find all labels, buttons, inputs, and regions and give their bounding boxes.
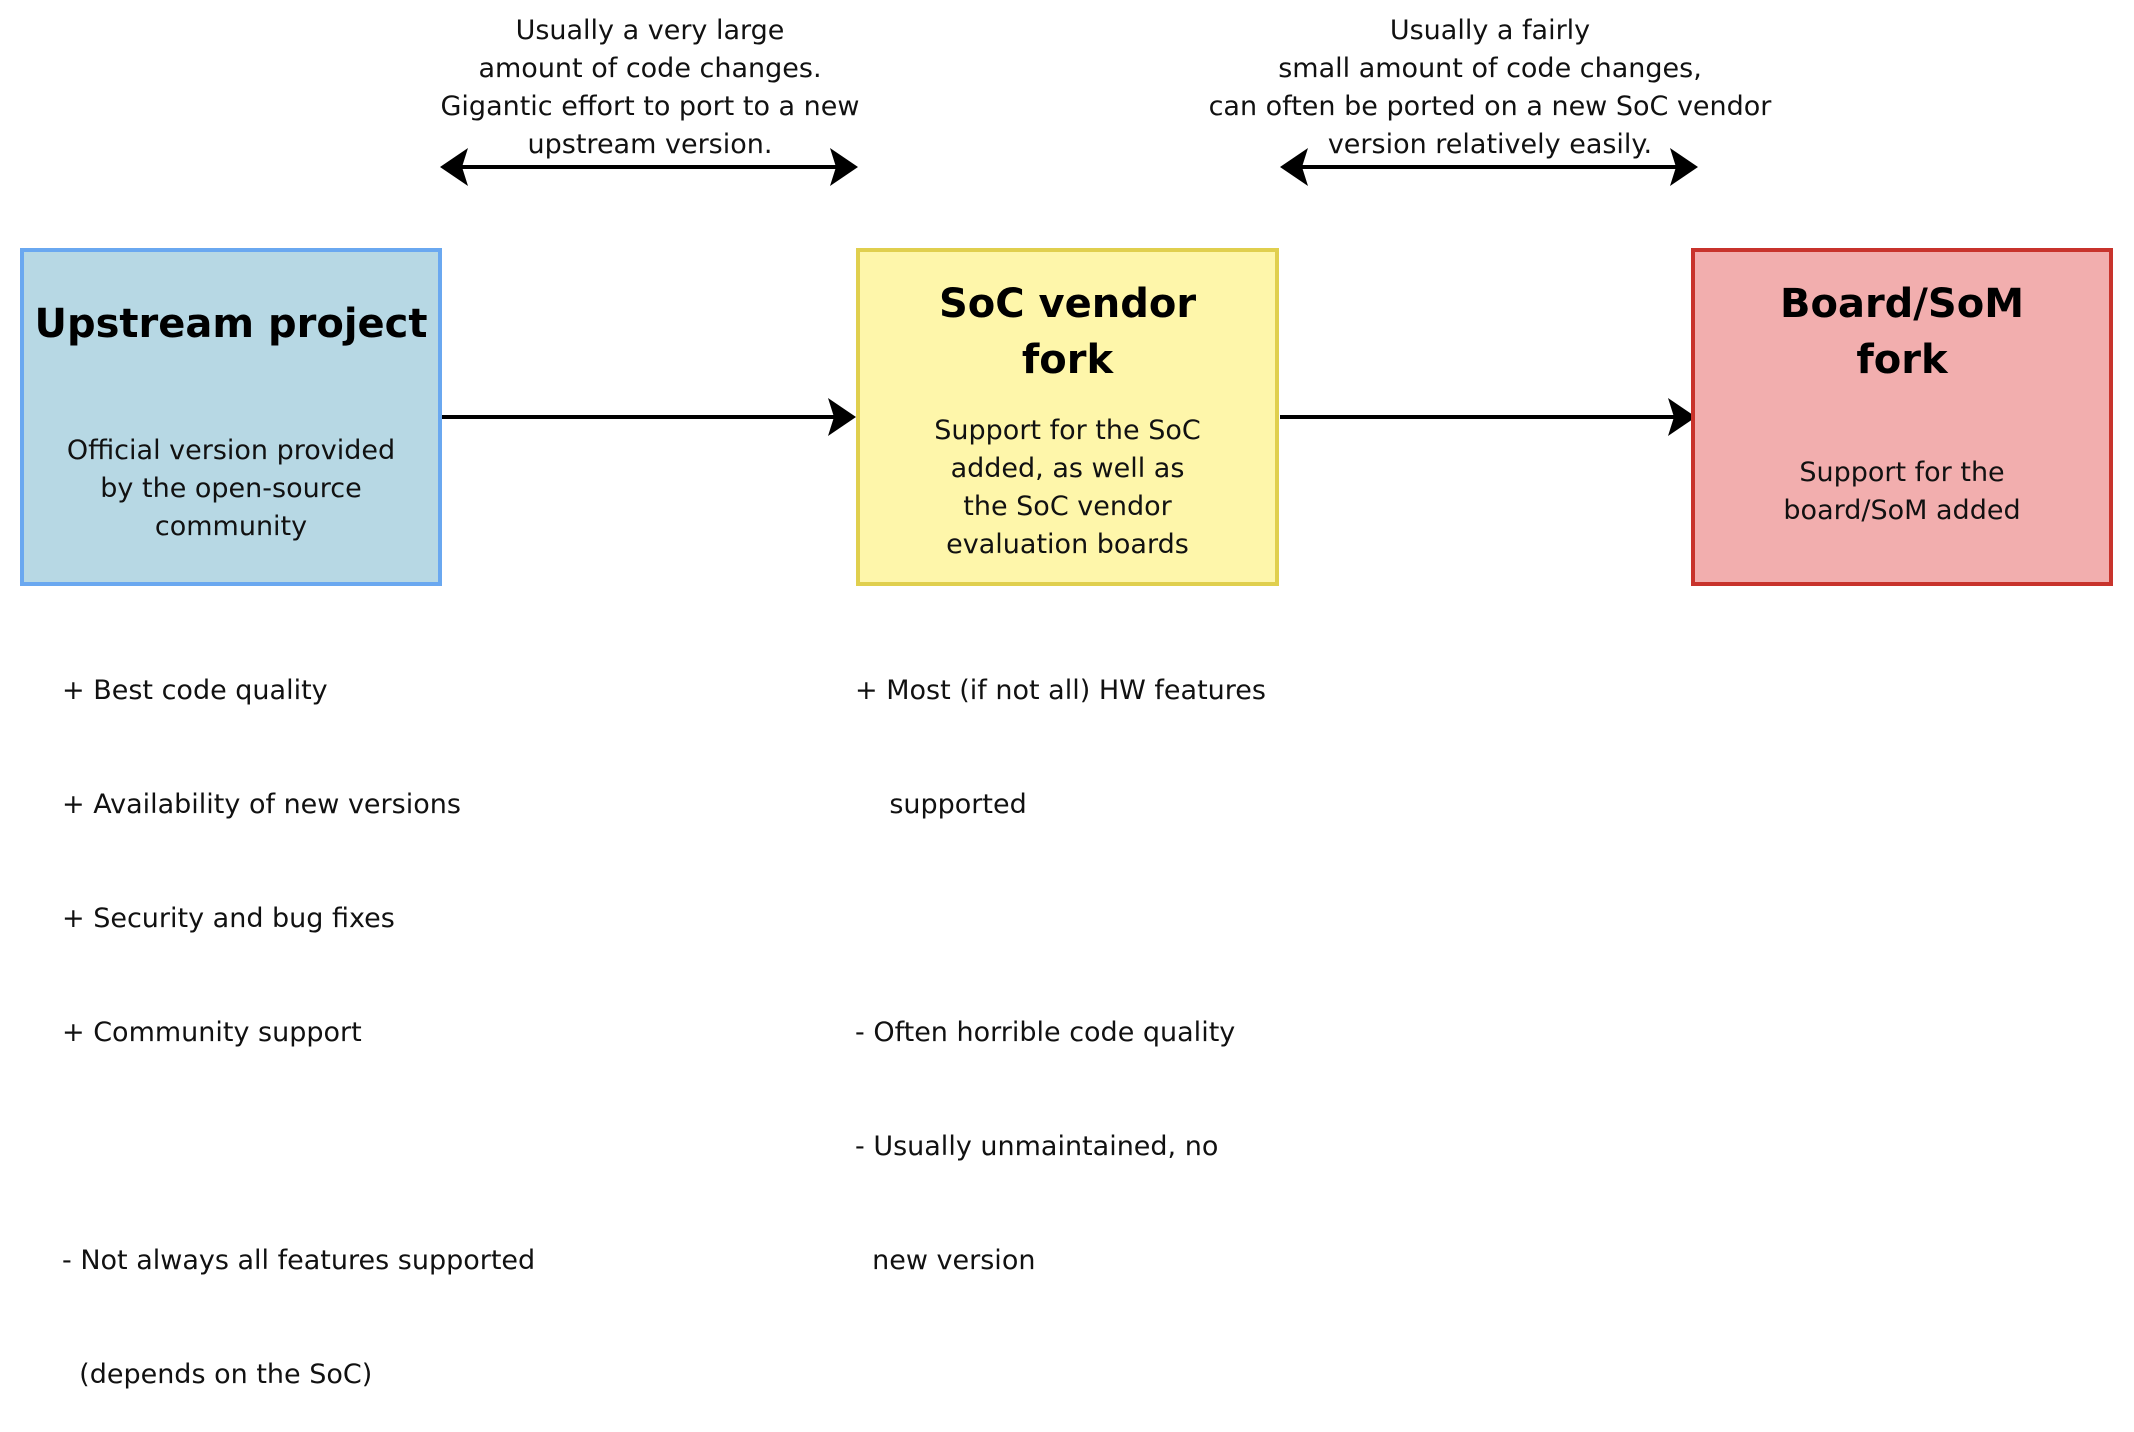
flow-arrow-upstream-to-soc xyxy=(441,398,856,436)
soc-vendor-fork-description: Support for the SoC added, as well as th… xyxy=(934,415,1201,560)
upstream-project-title: Upstream project xyxy=(34,301,428,347)
soc-pros-cons-list: + Most (if not all) HW features supporte… xyxy=(855,596,1266,1318)
soc-vendor-fork-title: SoC vendor fork xyxy=(938,281,1197,383)
list-item: + Community support xyxy=(62,1017,362,1048)
list-item: (depends on the SoC) xyxy=(62,1359,373,1390)
soc-vendor-fork-box: SoC vendor fork Support for the SoC adde… xyxy=(856,248,1279,586)
list-item: + Availability of new versions xyxy=(62,789,461,820)
list-item: new version xyxy=(855,1245,1036,1276)
double-arrow-soc-board xyxy=(1280,148,1698,186)
list-item: + Security and bug fixes xyxy=(62,903,395,934)
note-upstream-to-soc: Usually a very large amount of code chan… xyxy=(440,15,860,160)
board-som-fork-box: Board/SoM fork Support for the board/SoM… xyxy=(1691,248,2113,586)
upstream-pros-cons-list: + Best code quality + Availability of ne… xyxy=(62,596,535,1432)
note-soc-to-board: Usually a fairly small amount of code ch… xyxy=(1208,15,1772,160)
list-item: + Most (if not all) HW features xyxy=(855,675,1266,706)
list-item: + Best code quality xyxy=(62,675,328,706)
list-spacer xyxy=(62,1128,535,1166)
list-item: - Not always all features supported xyxy=(62,1245,536,1276)
board-som-fork-description: Support for the board/SoM added xyxy=(1783,457,2021,526)
upstream-project-description: Official version provided by the open-so… xyxy=(66,435,396,542)
list-item: - Often horrible code quality xyxy=(855,1017,1236,1048)
upstream-project-box: Upstream project Official version provid… xyxy=(20,248,442,586)
list-item: - Usually unmaintained, no xyxy=(855,1131,1219,1162)
list-item: supported xyxy=(855,789,1027,820)
flow-arrow-soc-to-board xyxy=(1280,398,1696,436)
double-arrow-upstream-soc xyxy=(440,148,858,186)
list-spacer xyxy=(855,900,1266,938)
board-som-fork-title: Board/SoM fork xyxy=(1779,281,2025,383)
arrows-layer xyxy=(440,148,1698,436)
